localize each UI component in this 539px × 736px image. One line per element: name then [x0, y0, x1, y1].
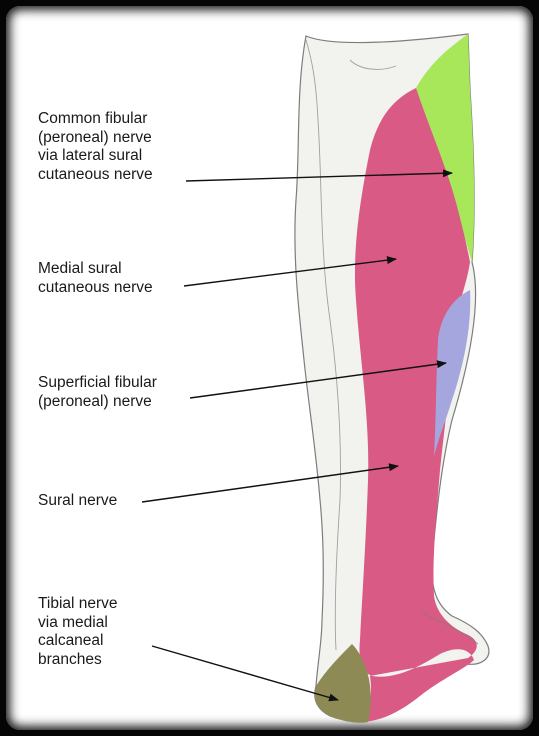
label-line: Superficial fibular [38, 374, 157, 393]
label-common-fibular: Common fibular (peroneal) nerve via late… [38, 110, 153, 184]
label-sural: Sural nerve [38, 492, 117, 511]
label-line: Sural nerve [38, 492, 117, 511]
label-line: branches [38, 651, 118, 670]
label-line: (peroneal) nerve [38, 393, 157, 412]
label-line: Medial sural [38, 260, 153, 279]
label-line: cutaneous nerve [38, 166, 153, 185]
leader-tibial [152, 646, 338, 700]
label-line: via lateral sural [38, 147, 153, 166]
label-line: calcaneal [38, 632, 118, 651]
label-line: Common fibular [38, 110, 153, 129]
label-line: via medial [38, 614, 118, 633]
label-line: (peroneal) nerve [38, 129, 153, 148]
label-line: cutaneous nerve [38, 279, 153, 298]
label-medial-sural: Medial sural cutaneous nerve [38, 260, 153, 297]
label-line: Tibial nerve [38, 595, 118, 614]
label-tibial: Tibial nerve via medial calcaneal branch… [38, 595, 118, 669]
label-superficial-fibular: Superficial fibular (peroneal) nerve [38, 374, 157, 411]
